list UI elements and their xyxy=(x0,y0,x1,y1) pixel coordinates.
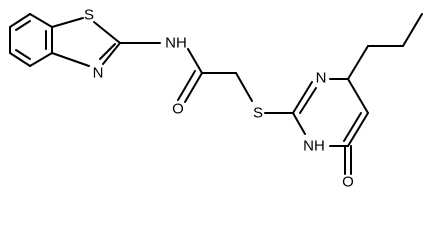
propyl-chain xyxy=(347,13,423,80)
bond xyxy=(184,72,203,103)
bond xyxy=(29,52,53,67)
bond xyxy=(187,48,203,74)
atom-label-amide-nh: NH xyxy=(165,35,187,52)
atom-label-nitrogen: N xyxy=(93,65,104,82)
double-bond xyxy=(99,43,116,60)
atom-label-oxygen: O xyxy=(342,174,354,191)
bond xyxy=(102,42,121,65)
bond xyxy=(235,72,253,102)
molecule-structure: S N NH O S N NH O xyxy=(9,7,423,191)
double-bond xyxy=(15,49,31,60)
bond xyxy=(347,112,369,147)
bond xyxy=(51,17,84,28)
bond xyxy=(51,52,90,67)
pyrimidinone-ring xyxy=(292,78,369,175)
bond xyxy=(347,45,369,80)
bond xyxy=(292,81,313,114)
bond xyxy=(402,13,423,47)
double-bond xyxy=(343,112,362,142)
atom-label-oxygen: O xyxy=(172,101,184,118)
thiazole-ring xyxy=(51,17,121,67)
atom-label-nitrogen: N xyxy=(316,70,327,87)
structure-diagram: S N NH O S N NH O xyxy=(9,7,423,191)
double-bond xyxy=(15,20,31,31)
bond xyxy=(9,52,31,67)
bond xyxy=(29,13,53,28)
benzene-ring xyxy=(9,13,53,67)
bond xyxy=(9,13,31,28)
atom-label-ring-nh: NH xyxy=(303,138,325,155)
bond xyxy=(93,21,121,44)
atom-label-sulfur: S xyxy=(253,105,263,122)
double-bond xyxy=(177,70,196,101)
atom-label-sulfur: S xyxy=(84,7,94,24)
bond xyxy=(292,112,306,135)
amide-linker xyxy=(119,42,294,114)
bond xyxy=(347,78,369,114)
double-bond xyxy=(299,87,317,114)
